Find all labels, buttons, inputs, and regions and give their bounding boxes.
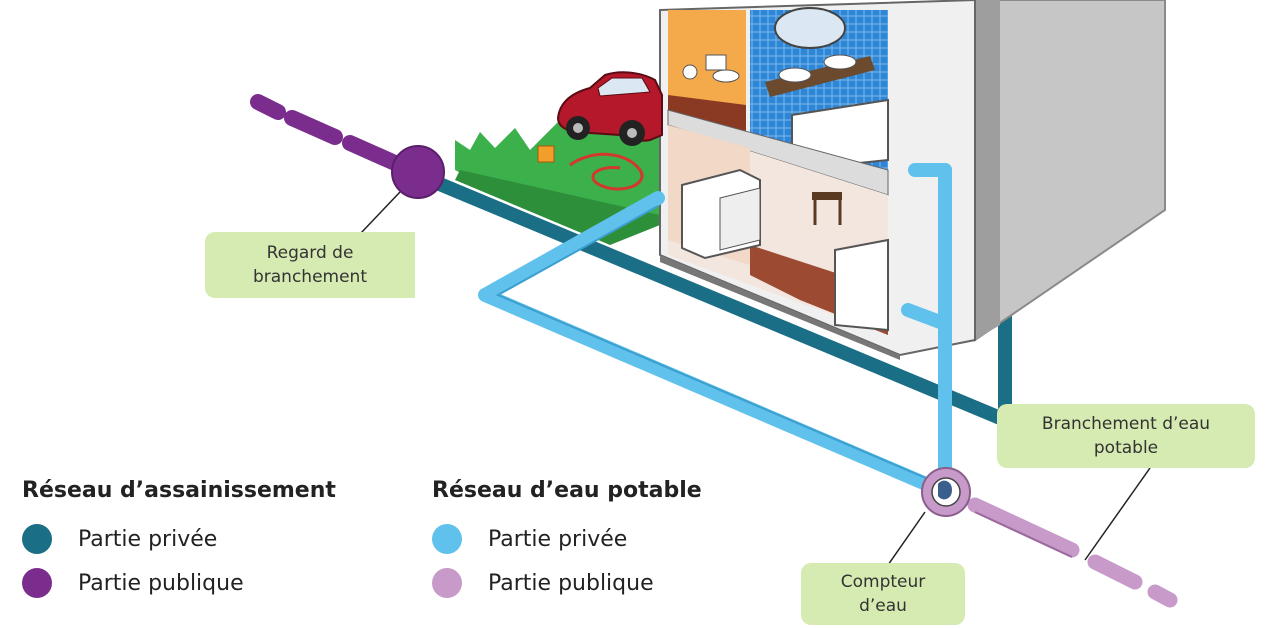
car-icon <box>556 71 663 146</box>
water-public-pipe <box>967 497 1178 608</box>
callout-line: d’eau <box>859 596 907 616</box>
sewer-public-swatch <box>22 568 52 598</box>
sewer-private-swatch <box>22 524 52 554</box>
callout-branchement-eau-potable: Branchement d’eau potable <box>997 404 1255 468</box>
manhole-icon <box>391 145 445 199</box>
water-public-swatch <box>432 568 462 598</box>
legend-title: Réseau d’assainissement <box>22 478 336 503</box>
legend-assainissement: Réseau d’assainissement Partie privée Pa… <box>22 478 336 605</box>
legend-item-water-public: Partie publique <box>432 561 702 605</box>
water-meter-icon <box>921 467 971 517</box>
callout-line: branchement <box>252 267 367 287</box>
leader-line-regard <box>359 191 401 235</box>
legend-item-water-private: Partie privée <box>432 517 702 561</box>
callout-compteur-eau: Compteur d’eau <box>801 563 965 625</box>
legend-item-label: Partie privée <box>78 526 218 552</box>
leader-line-branchement <box>1084 467 1151 561</box>
callout-line: Regard de <box>266 243 354 263</box>
legend-item-label: Partie privée <box>488 526 628 552</box>
legend-eau-potable: Réseau d’eau potable Partie privée Parti… <box>432 478 702 605</box>
house-cutaway <box>659 0 1166 360</box>
sewer-public-pipe <box>250 94 403 171</box>
legend-title: Réseau d’eau potable <box>432 478 702 503</box>
legend-item-sewer-public: Partie publique <box>22 561 336 605</box>
callout-regard-de-branchement: Regard de branchement <box>205 232 415 298</box>
callout-line: Compteur <box>840 572 926 592</box>
legend-item-label: Partie publique <box>78 570 244 596</box>
callout-line: Branchement d’eau <box>1041 414 1211 434</box>
legend-item-sewer-private: Partie privée <box>22 517 336 561</box>
leader-line-compteur <box>887 511 926 566</box>
legend-item-label: Partie publique <box>488 570 654 596</box>
water-private-pipe <box>478 163 952 497</box>
water-private-swatch <box>432 524 462 554</box>
garden-hose-icon <box>537 145 644 191</box>
callout-line: potable <box>1093 438 1159 458</box>
